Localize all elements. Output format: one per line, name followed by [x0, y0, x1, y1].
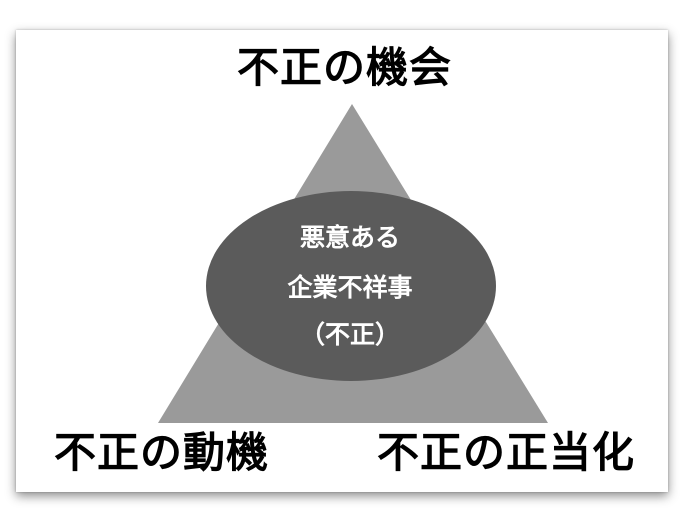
vertex-label-motive: 不正の動機 [54, 428, 270, 477]
vertex-label-rationalization: 不正の正当化 [377, 428, 636, 477]
center-text-line-1: 悪意ある [299, 223, 400, 252]
vertex-label-opportunity: 不正の機会 [237, 43, 453, 92]
center-text-line-3: （不正） [299, 320, 400, 349]
center-text-line-2: 企業不祥事 [287, 273, 413, 302]
center-ellipse [206, 191, 496, 381]
